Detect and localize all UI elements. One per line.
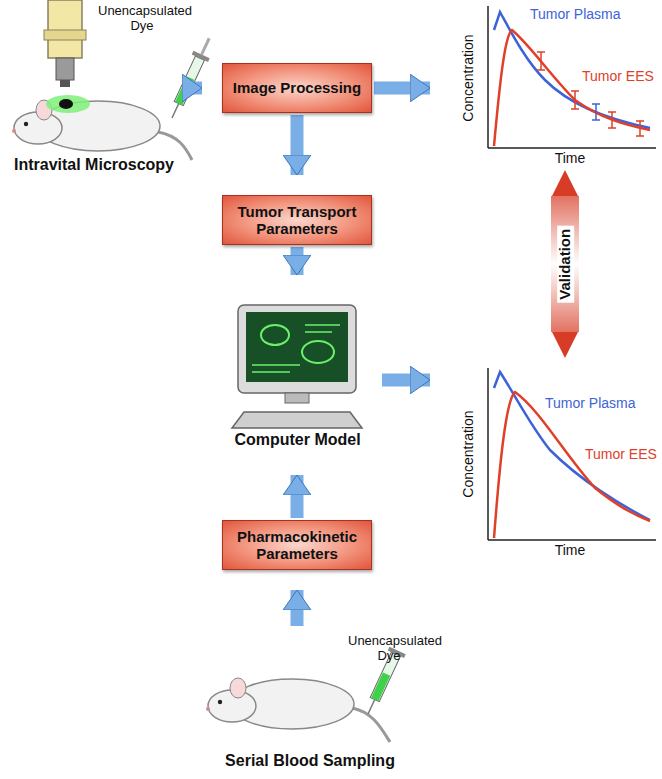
illustration-group: Unencapsulated DyeSerial Blood Sampling [190,628,430,776]
microscope [56,58,74,80]
error-bars [571,91,579,109]
computer [302,341,334,363]
note-label: Unencapsulated Dye [98,4,186,34]
box-label: Image Processing [233,79,361,96]
validation-arrow [551,196,579,332]
caption-label: Intravital Microscopy [0,156,188,174]
illustration-group: Unencapsulated DyeIntravital Microscopy [0,0,188,180]
mouse [12,129,16,133]
syringe [174,56,204,106]
error-bars [636,121,644,136]
syringe [192,51,210,62]
chart-curves [494,392,650,538]
microscope [48,0,82,58]
chart-curves [494,30,650,146]
error-bars [592,104,600,120]
series-label: Tumor EES [585,446,655,462]
computer [246,312,348,382]
computer [261,325,289,345]
error-bars [608,112,616,128]
mouse [12,95,192,160]
microscope [44,0,86,87]
flow-arrow [291,475,304,518]
flow-arrow [374,82,430,95]
flow-arrow [190,82,202,95]
error-bars [537,52,545,70]
mouse [158,132,192,160]
flow-arrow [291,247,304,275]
flow-arrow [291,590,304,626]
computer [285,393,309,403]
mouse [206,678,390,742]
chart-panel: Tumor PlasmaTumor EES ConcentrationTime [450,0,660,168]
axis-label: Concentration [460,23,476,133]
mouse [46,95,90,113]
chart-axes [487,6,489,148]
chart-axes [488,539,656,541]
microscope [44,30,86,40]
computer [232,305,362,428]
syringe [172,103,179,118]
box-label: Pharmacokinetic Parameters [231,528,363,563]
computer-group: Computer Model [215,295,380,455]
mouse [59,99,73,109]
computer [232,412,362,428]
process-box: Pharmacokinetic Parameters [222,520,372,570]
chart-axes [487,368,489,540]
series-label: Tumor Plasma [530,6,630,22]
process-box: Image Processing [222,63,372,113]
mouse [24,122,28,126]
mouse [218,700,222,704]
mouse [206,707,210,711]
process-box: Tumor Transport Parameters [222,195,372,245]
caption-label: Serial Blood Sampling [190,752,430,770]
syringe [200,38,210,56]
flow-arrow [291,115,304,175]
axis-label: Time [540,150,600,166]
computer [238,305,356,393]
microscope [60,80,70,87]
box-label: Tumor Transport Parameters [231,203,363,238]
computer [252,325,340,372]
note-label: Unencapsulated Dye [348,634,430,664]
mouse [230,678,246,698]
chart-axes [488,6,656,540]
syringe [164,34,218,121]
chart-axes [488,147,656,149]
syringe [368,699,375,714]
axis-label: Time [540,542,600,558]
caption-label: Computer Model [215,431,380,449]
flow-arrow [382,374,430,387]
edge-label: Validation [557,225,574,302]
series-label: Tumor EES [582,68,652,84]
syringe [371,672,390,701]
series-label: Tumor Plasma [545,395,645,411]
chart-panel: Tumor PlasmaTumor EES ConcentrationTime [450,360,660,562]
axis-label: Concentration [460,399,476,509]
mouse [352,708,390,742]
error-bars [537,52,644,136]
